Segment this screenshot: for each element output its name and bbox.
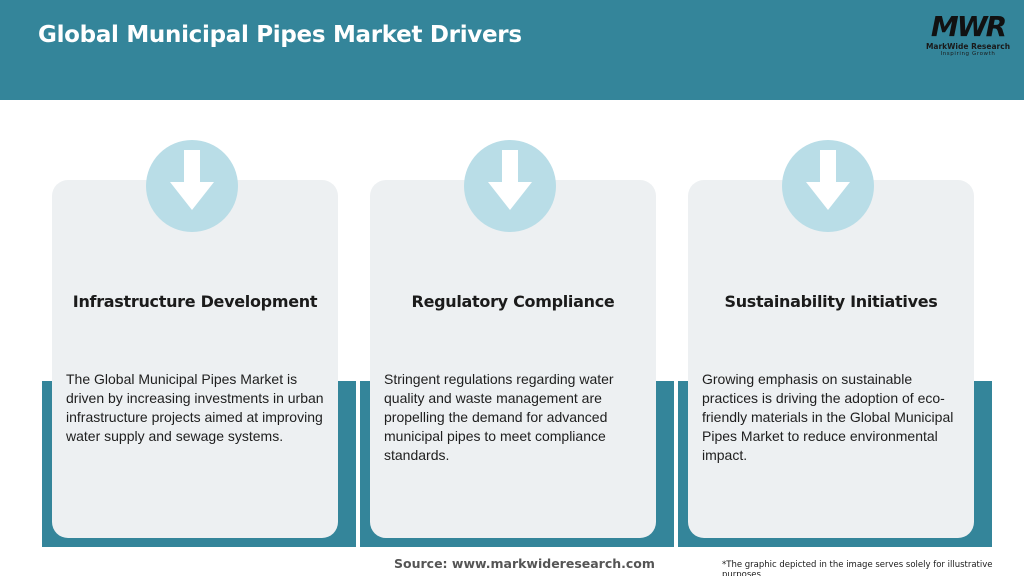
card-description: Growing emphasis on sustainable practice… xyxy=(702,371,954,463)
logo-name: MarkWide Research xyxy=(925,42,1011,51)
logo-tagline: Inspiring Growth xyxy=(940,51,996,57)
arrow-down-icon xyxy=(806,150,850,210)
source-credit: Source: www.markwideresearch.com xyxy=(394,556,655,571)
header-banner: Global Municipal Pipes Market Drivers MW… xyxy=(0,0,1024,100)
disclaimer-note: *The graphic depicted in the image serve… xyxy=(722,560,993,576)
card-heading: Infrastructure Development xyxy=(72,292,318,311)
markwide-research-logo: MWR MarkWide Research Inspiring Growth xyxy=(922,10,1014,58)
card-heading: Regulatory Compliance xyxy=(411,292,615,311)
icon-circle xyxy=(782,140,874,232)
card-panel: Infrastructure Development The Global Mu… xyxy=(52,180,338,538)
card-heading: Sustainability Initiatives xyxy=(724,292,938,311)
card-panel: Sustainability Initiatives Growing empha… xyxy=(688,180,974,538)
icon-circle xyxy=(464,140,556,232)
arrow-down-icon xyxy=(488,150,532,210)
driver-card: Infrastructure Development The Global Mu… xyxy=(42,140,356,548)
driver-card: Sustainability Initiatives Growing empha… xyxy=(678,140,992,548)
card-description: Stringent regulations regarding water qu… xyxy=(384,371,614,463)
page-title: Global Municipal Pipes Market Drivers xyxy=(38,22,522,48)
card-description: The Global Municipal Pipes Market is dri… xyxy=(66,371,324,444)
arrow-down-icon xyxy=(170,150,214,210)
driver-card: Regulatory Compliance Stringent regulati… xyxy=(360,140,674,548)
card-panel: Regulatory Compliance Stringent regulati… xyxy=(370,180,656,538)
icon-circle xyxy=(146,140,238,232)
mwr-logo-icon: MWR xyxy=(931,10,1008,40)
svg-text:MWR: MWR xyxy=(931,10,1006,40)
